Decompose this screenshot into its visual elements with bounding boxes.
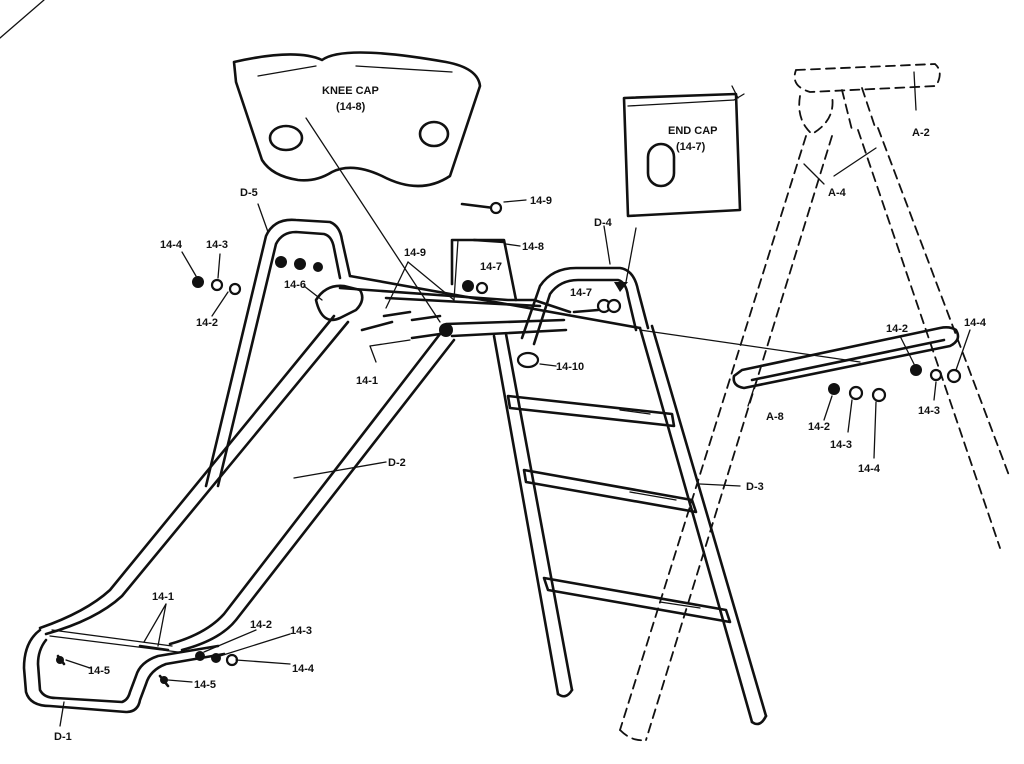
label-14-2-bottom: 14-2 — [250, 619, 272, 631]
label-14-2-left: 14-2 — [196, 317, 218, 329]
part-labels: KNEE CAP (14-8) END CAP (14-7) A-2 A-4 A… — [54, 85, 987, 743]
label-14-6: 14-6 — [284, 279, 306, 291]
label-14-10: 14-10 — [556, 361, 584, 373]
d4-d3-ladder — [492, 266, 768, 726]
label-14-7-right: 14-7 — [570, 287, 592, 299]
label-14-8: 14-8 — [522, 241, 544, 253]
label-end-cap: END CAP — [668, 125, 718, 137]
hardware-pieces — [56, 201, 962, 688]
label-14-4-right-top: 14-4 — [964, 317, 987, 329]
label-a4: A-4 — [828, 187, 847, 199]
corner-mark — [0, 0, 45, 39]
label-d5: D-5 — [240, 187, 258, 199]
label-a2: A-2 — [912, 127, 930, 139]
label-14-5-right: 14-5 — [194, 679, 216, 691]
leader-lines — [59, 71, 971, 727]
label-d3: D-3 — [746, 481, 764, 493]
a8-brace — [639, 326, 960, 390]
label-14-1-bottom: 14-1 — [152, 591, 174, 603]
label-14-2-right: 14-2 — [808, 421, 830, 433]
label-14-4-left: 14-4 — [160, 239, 183, 251]
label-14-9-mid: 14-9 — [404, 247, 426, 259]
knee-cap-part — [232, 51, 482, 188]
label-14-3-bottom: 14-3 — [290, 625, 312, 637]
label-knee-cap-part: (14-8) — [336, 101, 366, 113]
label-knee-cap: KNEE CAP — [322, 85, 379, 97]
label-14-1-mid: 14-1 — [356, 375, 378, 387]
label-14-5-left: 14-5 — [88, 665, 110, 677]
label-d1: D-1 — [54, 731, 72, 743]
label-end-cap-part: (14-7) — [676, 141, 706, 153]
label-14-7-mid: 14-7 — [480, 261, 502, 273]
label-14-9-top: 14-9 — [530, 195, 552, 207]
label-14-4-bottom: 14-4 — [292, 663, 315, 675]
d5-side-rail — [204, 218, 352, 488]
label-14-4-right-low: 14-4 — [858, 463, 881, 475]
a-frame-dashed — [619, 63, 1011, 742]
label-14-3-right-low: 14-3 — [830, 439, 852, 451]
label-a8: A-8 — [766, 411, 784, 423]
label-d4: D-4 — [594, 217, 613, 229]
label-d2: D-2 — [388, 457, 406, 469]
label-14-3-right: 14-3 — [918, 405, 940, 417]
d2-slide-bed — [22, 314, 456, 714]
label-14-2-right-top: 14-2 — [886, 323, 908, 335]
label-14-3-left: 14-3 — [206, 239, 228, 251]
end-cap-part — [622, 85, 745, 218]
